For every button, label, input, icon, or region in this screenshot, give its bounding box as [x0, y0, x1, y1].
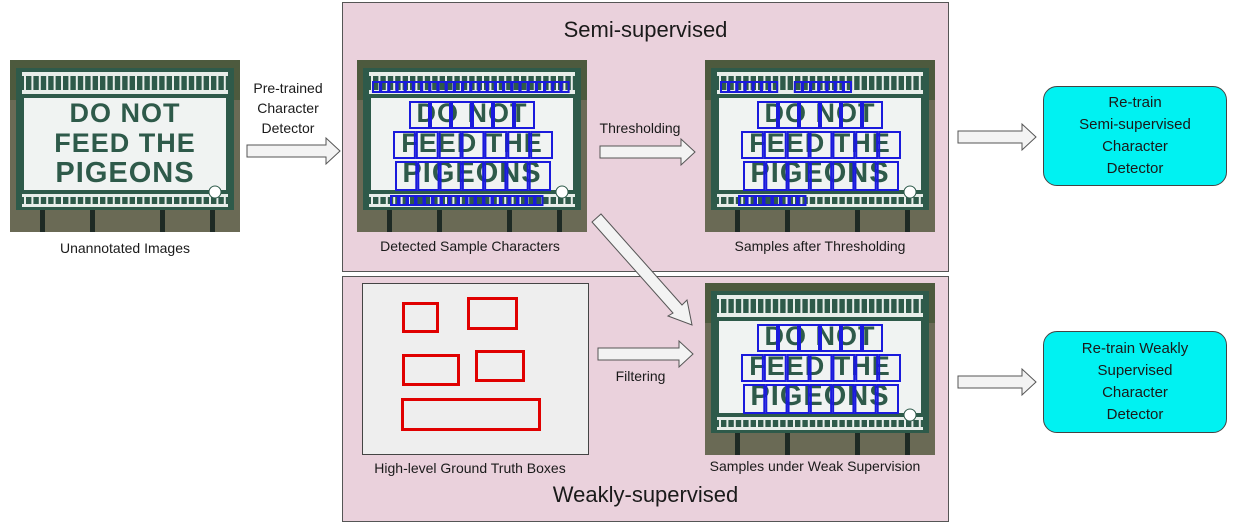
filtering-label: Filtering [615, 368, 666, 384]
after-threshold-caption: Samples after Thresholding [734, 238, 906, 254]
retrain-semi-supervised-box: Re-train Semi-supervised Character Detec… [1043, 86, 1227, 186]
pretrained-arrow [246, 136, 341, 166]
detected-caption: Detected Sample Characters [380, 238, 560, 254]
retrain-weakly-supervised-box: Re-train Weakly Supervised Character Det… [1043, 331, 1227, 433]
weakly-supervised-title: Weakly-supervised [552, 482, 739, 507]
ground-truth-box [475, 350, 525, 382]
semi-supervised-title: Semi-supervised [563, 17, 728, 42]
ground-truth-caption: High-level Ground Truth Boxes [374, 460, 566, 476]
thresholding-label: Thresholding [599, 120, 681, 136]
pretrained-label: Pre-trained Character Detector [253, 80, 323, 136]
svg-text:PIGEONS: PIGEONS [55, 157, 194, 189]
ground-truth-boxes-image [362, 283, 589, 455]
ground-truth-box [467, 297, 518, 330]
weak-output-arrow [957, 367, 1037, 397]
ground-truth-box [402, 302, 439, 333]
weak-samples-caption: Samples under Weak Supervision [709, 458, 921, 474]
ground-truth-box [402, 354, 460, 386]
svg-text:FEED THE: FEED THE [54, 128, 196, 158]
semi-output-arrow [957, 122, 1037, 152]
ground-truth-box [401, 398, 541, 431]
unannotated-caption: Unannotated Images [60, 240, 190, 256]
svg-text:DO NOT: DO NOT [70, 98, 181, 128]
